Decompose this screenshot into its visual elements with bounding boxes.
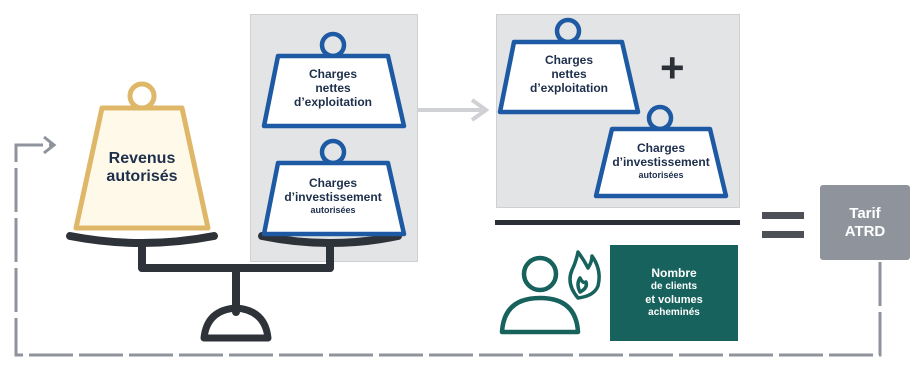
client-person-icon [499,255,581,335]
plus-sign: + [660,44,685,91]
investissement-weight-icon [593,104,729,199]
equals-sign [762,212,804,238]
investissement-weight-icon [261,138,407,237]
exploitation-weight-icon [497,17,641,115]
exploitation-weight-icon [261,31,407,129]
feedback-arrowhead-icon [43,135,57,155]
arrow-right-icon [418,98,490,122]
fraction-bar [495,220,740,225]
gas-flame-icon [568,250,601,300]
revenus-weight-icon [73,81,211,231]
clients-volumes-box: Nombre de clients et volumes acheminés [610,245,738,341]
